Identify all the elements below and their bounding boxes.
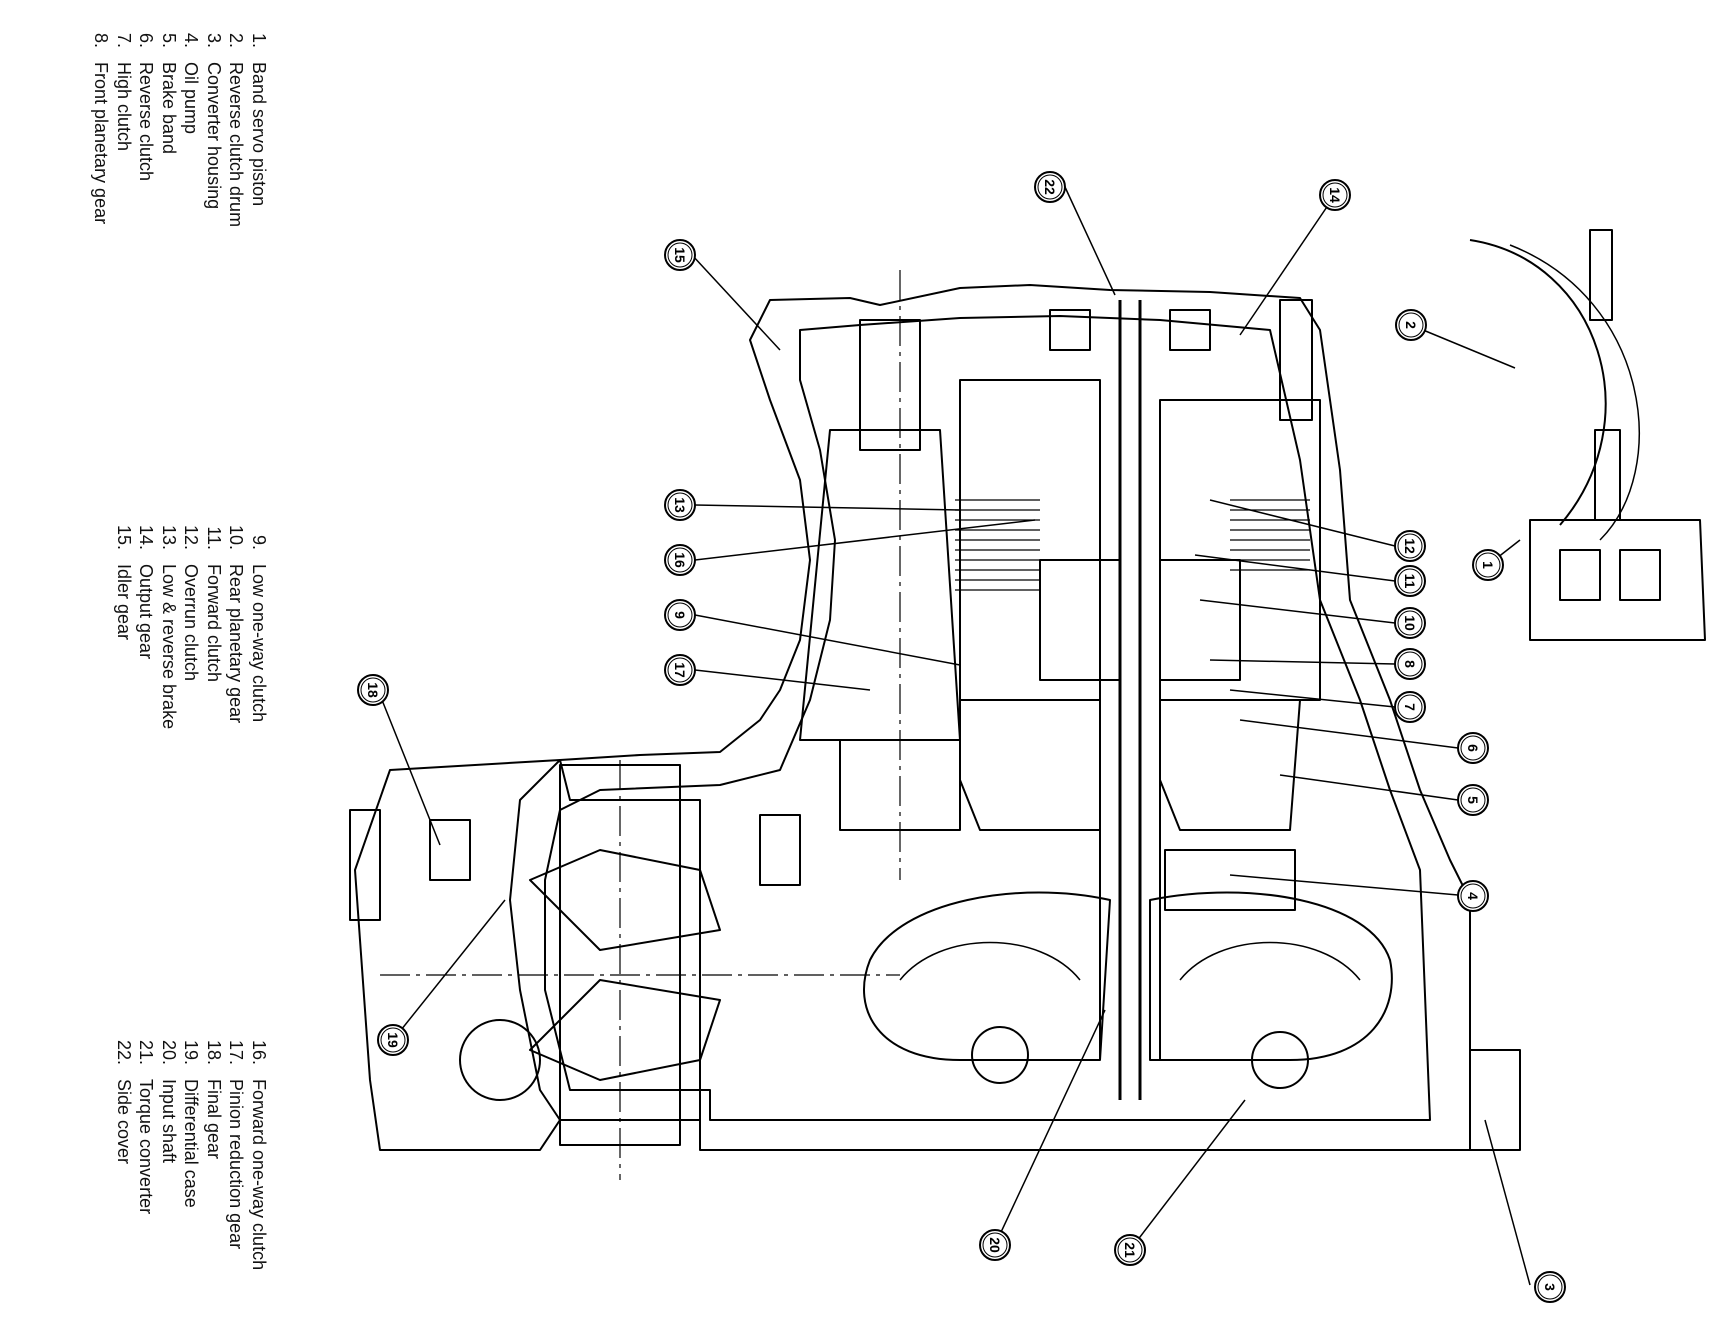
callout-1: 1 [1472, 549, 1504, 581]
callout-15: 15 [664, 239, 696, 271]
torque-converter-left [863, 891, 1111, 1061]
final-gear-bolt [349, 809, 381, 921]
callout-10: 10 [1394, 607, 1426, 639]
converter-blade-right [1179, 941, 1361, 981]
callout-16: 16 [664, 544, 696, 576]
callout-18: 18 [357, 674, 389, 706]
callout-20-label: 20 [987, 1237, 1003, 1253]
servo-piston-right [1619, 549, 1661, 601]
callout-2: 2 [1395, 309, 1427, 341]
callout-16-label: 16 [672, 552, 688, 568]
callout-12: 12 [1394, 530, 1426, 562]
callout-6-label: 6 [1465, 744, 1481, 752]
callout-9: 9 [664, 599, 696, 631]
callout-14-label: 14 [1327, 187, 1343, 203]
converter-blade-left [899, 941, 1081, 981]
case-inner-wall [544, 315, 1431, 1121]
callout-4-label: 4 [1465, 892, 1481, 900]
callout-3-label: 3 [1542, 1283, 1558, 1291]
planetary-left [1039, 559, 1121, 681]
callout-3: 3 [1534, 1271, 1566, 1303]
oil-pump-body [1164, 849, 1296, 911]
callout-1-label: 1 [1480, 561, 1496, 569]
callout-21: 21 [1114, 1234, 1146, 1266]
converter-housing-flange [1469, 1049, 1521, 1151]
callout-8-label: 8 [1402, 660, 1418, 668]
clutch-plates-left [955, 499, 1040, 591]
final-gear-stud [429, 819, 471, 881]
top-bolt-right [1169, 309, 1211, 351]
converter-ball-right [1251, 1031, 1309, 1089]
callout-12-label: 12 [1402, 538, 1418, 554]
callout-8: 8 [1394, 648, 1426, 680]
callout-5: 5 [1457, 784, 1489, 816]
callout-10-label: 10 [1402, 615, 1418, 631]
reverse-clutch-housing-left [959, 699, 1101, 831]
diff-gear-lower [529, 979, 721, 1081]
clutch-plates-right [1230, 499, 1310, 571]
callout-13-label: 13 [672, 497, 688, 513]
diff-gear-upper [529, 849, 721, 951]
band-servo-bolt [1589, 229, 1613, 321]
reverse-clutch-drum-arc-outer [1509, 244, 1640, 541]
callout-11: 11 [1394, 565, 1426, 597]
diff-bearing [459, 1019, 541, 1101]
planetary-right [1159, 559, 1241, 681]
callout-17-label: 17 [672, 662, 688, 678]
band-servo-rod [1594, 429, 1621, 521]
callout-18-label: 18 [365, 682, 381, 698]
callout-22: 22 [1034, 171, 1066, 203]
callout-6: 6 [1457, 732, 1489, 764]
idler-gear-block [859, 319, 921, 451]
band-servo-body [1529, 519, 1706, 641]
differential-housing [354, 759, 701, 1151]
callout-11-label: 11 [1402, 574, 1418, 589]
callout-17: 17 [664, 654, 696, 686]
callout-9-label: 9 [672, 611, 688, 619]
torque-converter-right [1149, 891, 1393, 1061]
callout-5-label: 5 [1465, 796, 1481, 804]
leader-lines [377, 186, 1531, 1286]
converter-ball-left [971, 1026, 1029, 1084]
callout-13: 13 [664, 489, 696, 521]
servo-piston-left [1559, 549, 1601, 601]
pinion-stud [759, 814, 801, 886]
callout-15-label: 15 [672, 247, 688, 263]
reverse-clutch-housing-right [1159, 699, 1301, 831]
callout-22-label: 22 [1042, 179, 1058, 195]
callout-7-label: 7 [1402, 703, 1418, 711]
callout-19-label: 19 [385, 1032, 401, 1048]
callout-4: 4 [1457, 880, 1489, 912]
callout-7: 7 [1394, 691, 1426, 723]
top-bolt-left [1049, 309, 1091, 351]
side-bolt [1279, 299, 1313, 421]
callout-2-label: 2 [1403, 321, 1419, 329]
callout-19: 19 [377, 1024, 409, 1056]
transmission-case-outline [509, 284, 1471, 1151]
callout-21-label: 21 [1122, 1242, 1138, 1258]
callout-14: 14 [1319, 179, 1351, 211]
callout-20: 20 [979, 1229, 1011, 1261]
callout-markers: 1 2 3 4 5 6 7 8 9 10 11 12 13 14 15 16 1… [357, 171, 1566, 1303]
reverse-clutch-drum-arc [1469, 239, 1607, 526]
